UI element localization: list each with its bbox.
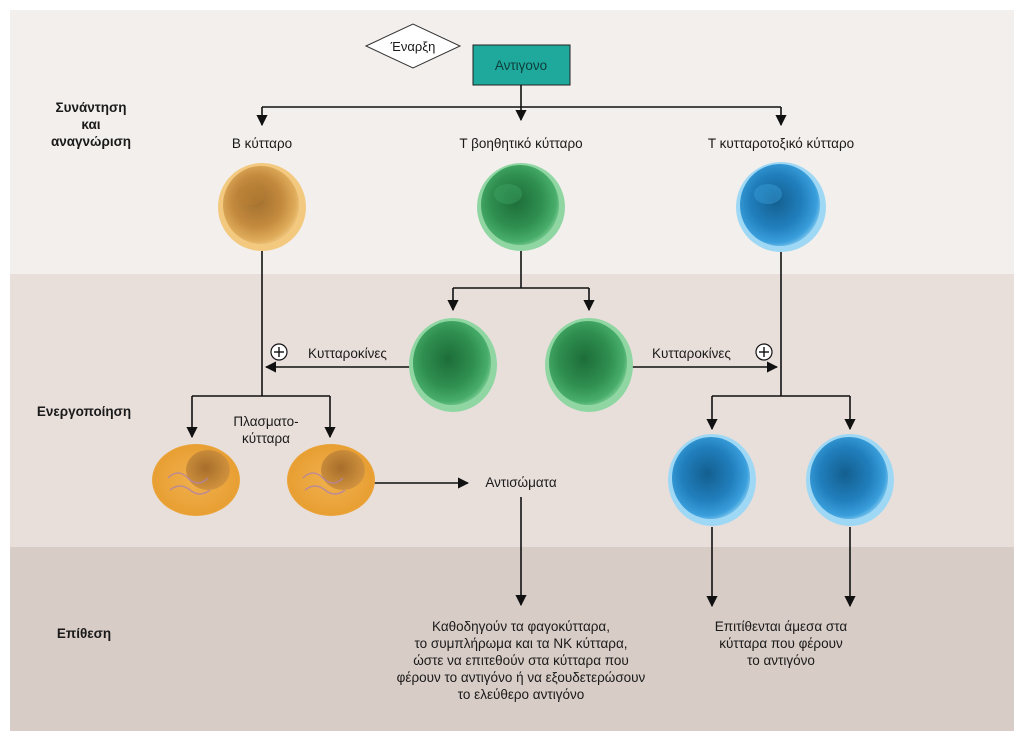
t-helper-cell-icon bbox=[477, 163, 565, 251]
antigen-box bbox=[472, 44, 571, 86]
b-cell-icon bbox=[218, 163, 306, 251]
t-cytotoxic-label: Τ κυτταροτοξικό κύτταρο bbox=[707, 136, 855, 151]
activated-helper-cell-1-icon bbox=[409, 318, 497, 412]
outcome-cytotoxic-text: Επιτίθενται άμεσα στα κύτταρα που φέρουν… bbox=[714, 619, 848, 668]
cytokines-right-label: Κυτταροκίνες bbox=[652, 346, 731, 361]
stage-recognition-label: Συνάντηση και αναγνώριση bbox=[50, 100, 132, 149]
t-cytotoxic-cell-icon bbox=[736, 162, 826, 252]
band-attack bbox=[10, 547, 1014, 731]
outcome-antibodies-text: Καθοδηγούν τα φαγοκύτταρα, το συμπλήρωμα… bbox=[396, 619, 646, 702]
antigen-label: Αντιγονο bbox=[494, 58, 548, 73]
stage-attack-label: Επίθεση bbox=[56, 626, 112, 641]
plasma-cell-2-icon bbox=[287, 444, 375, 516]
plus-left-icon bbox=[270, 343, 288, 361]
activated-cytotoxic-cell-2-icon bbox=[806, 434, 894, 526]
plasma-cell-1-icon bbox=[152, 444, 240, 516]
antibodies-label: Αντισώματα bbox=[485, 475, 557, 490]
activated-helper-cell-2-icon bbox=[545, 318, 633, 412]
start-diamond bbox=[364, 23, 462, 69]
stage-activation-label: Ενεργοποίηση bbox=[36, 404, 132, 419]
t-helper-label: Τ βοηθητικό κύτταρο bbox=[459, 136, 583, 151]
plasma-cells-label: Πλασματο- κύτταρα bbox=[233, 414, 299, 446]
plus-right-icon bbox=[755, 343, 773, 361]
cytokines-left-label: Κυτταροκίνες bbox=[308, 346, 387, 361]
b-cell-label: Β κύτταρο bbox=[231, 136, 293, 151]
start-label: Έναρξη bbox=[390, 39, 436, 54]
activated-cytotoxic-cell-1-icon bbox=[668, 434, 756, 526]
